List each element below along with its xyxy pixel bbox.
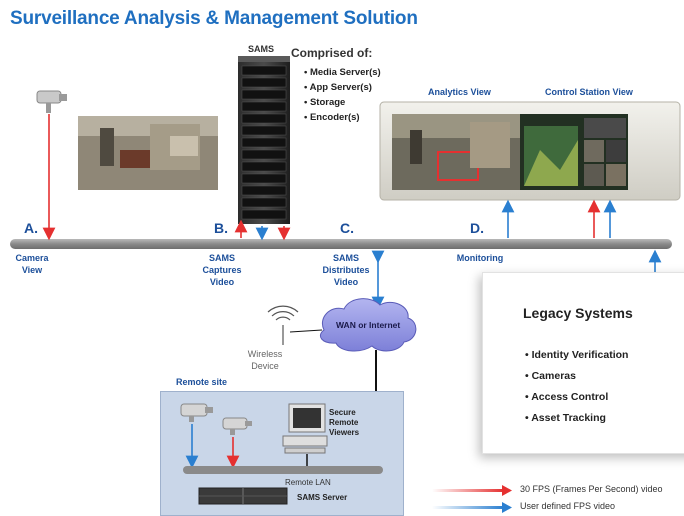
camera-view-photo <box>78 116 218 190</box>
legend-red-text: 30 FPS (Frames Per Second) video <box>520 484 663 494</box>
stage-c-label-1: SAMS <box>332 253 359 263</box>
remote-lan-bar <box>183 466 383 474</box>
cloud-label: WAN or Internet <box>336 320 401 330</box>
wireless-device-label: Wireless Device <box>244 348 286 372</box>
legacy-item: Identity Verification <box>525 345 629 366</box>
legacy-item: Cameras <box>525 366 628 387</box>
comprised-list: Media Server(s) App Server(s) Storage En… <box>304 65 381 125</box>
camera-icon <box>36 90 67 113</box>
stage-a-letter: A. <box>24 220 38 236</box>
legacy-systems-box: Legacy Systems Identity Verification Cam… <box>482 272 684 454</box>
stage-c-label-2: Distributes <box>322 265 370 275</box>
stage-a-label-2: View <box>21 265 43 275</box>
page-title: Surveillance Analysis & Management Solut… <box>10 8 418 29</box>
secure-viewer-computer-icon <box>282 403 328 454</box>
stage-b-label-3: Video <box>209 277 235 287</box>
wan-cloud <box>320 298 417 352</box>
stage-c-letter: C. <box>340 220 354 236</box>
control-station-view-label: Control Station View <box>545 87 633 97</box>
comprised-title: Comprised of: <box>291 46 373 60</box>
network-bus <box>10 239 672 249</box>
stage-a-label: Camera View <box>12 252 52 276</box>
server-tower-label: SAMS <box>248 44 275 54</box>
secure-viewers-label: Secure Remote Viewers <box>329 408 359 438</box>
legacy-title: Legacy Systems <box>523 305 633 321</box>
legend-arrows <box>432 485 512 513</box>
viewers-label-1: Secure <box>329 408 356 417</box>
remote-camera-icon <box>222 417 252 435</box>
viewers-label-2: Remote <box>329 418 359 427</box>
stage-b-label-1: SAMS <box>208 253 235 263</box>
comprised-item: App Server(s) <box>304 80 381 95</box>
remote-lan-label: Remote LAN <box>285 478 331 487</box>
legend-blue-text: User defined FPS video <box>520 501 616 511</box>
comprised-item: Media Server(s) <box>304 65 381 80</box>
remote-site-panel: Secure Remote Viewers Remote LAN SAMS Se… <box>160 391 404 516</box>
legacy-item: Asset Tracking <box>525 408 628 429</box>
monitoring-display <box>379 101 681 201</box>
remote-server-label: SAMS Server <box>297 493 348 502</box>
wireless-antenna-icon <box>267 305 299 345</box>
remote-sams-server-icon <box>198 487 288 505</box>
remote-camera-icon <box>180 403 213 422</box>
analytics-view-label: Analytics View <box>428 87 491 97</box>
stage-d-label: Monitoring <box>456 253 504 263</box>
stage-c-label: SAMS Distributes Video <box>316 252 376 288</box>
stage-b-label: SAMS Captures Video <box>192 252 252 288</box>
sams-server-tower <box>238 56 290 224</box>
remote-site-label: Remote site <box>176 377 228 387</box>
legend-blue-arrow <box>432 502 512 513</box>
legacy-list: Identity Verification Cameras Access Con… <box>525 345 628 429</box>
stage-b-letter: B. <box>214 220 228 236</box>
stage-d-letter: D. <box>470 220 484 236</box>
stage-b-label-2: Captures <box>202 265 242 275</box>
stage-c-label-3: Video <box>333 277 359 287</box>
viewers-label-3: Viewers <box>329 428 360 437</box>
comprised-item: Encoder(s) <box>304 110 381 125</box>
stage-a-label-1: Camera <box>15 253 49 263</box>
wireless-label-2: Device <box>251 361 279 371</box>
legend-red-arrow <box>432 485 512 496</box>
remote-site-graphics <box>180 403 383 505</box>
comprised-item: Storage <box>304 95 381 110</box>
wireless-label-1: Wireless <box>247 349 283 359</box>
legacy-item: Access Control <box>525 387 628 408</box>
